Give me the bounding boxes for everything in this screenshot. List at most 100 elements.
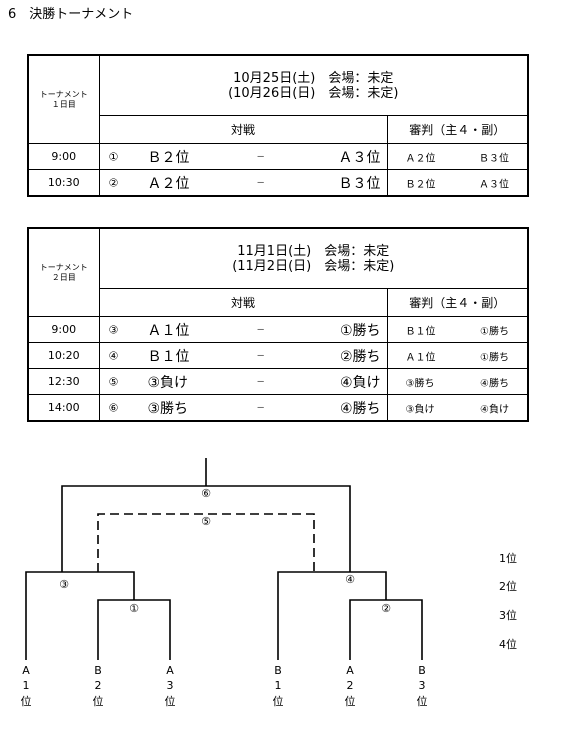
day-label-line1: トーナメント bbox=[39, 89, 88, 99]
match-home: Ｂ２位 bbox=[147, 149, 190, 166]
team-rank: 1 bbox=[275, 679, 282, 692]
match-cell: ⑤ ③負け − ④負け bbox=[98, 368, 388, 395]
day-label-line2: ２日目 bbox=[51, 272, 76, 282]
match-cell: ① Ｂ２位 − Ａ３位 bbox=[98, 143, 388, 170]
team-label: A 1 位 bbox=[21, 664, 32, 708]
header-referee: 審判（主４・副） bbox=[386, 288, 529, 317]
match-away: ④勝ち bbox=[339, 400, 381, 417]
referee-cell: Ｂ２位 Ａ３位 bbox=[386, 169, 529, 197]
team-rank: 1 bbox=[23, 679, 30, 692]
team-rank: 3 bbox=[419, 679, 426, 692]
match-cell: ③ Ａ１位 − ①勝ち bbox=[98, 316, 388, 343]
day-label-line1: トーナメント bbox=[39, 262, 88, 272]
team-suffix: 位 bbox=[417, 694, 428, 708]
match-number: ① bbox=[108, 150, 119, 163]
referee-main: Ｂ１位 bbox=[405, 326, 436, 337]
date-line2: (10月26日(日) 会場：未定) bbox=[228, 85, 399, 101]
rank-label: 2位 bbox=[499, 579, 517, 593]
match-dash: − bbox=[256, 324, 265, 335]
match-time: 10:30 bbox=[27, 169, 100, 197]
day-label: トーナメント １日目 bbox=[27, 54, 100, 144]
team-group: B bbox=[274, 664, 282, 677]
table-row: 14:00 ⑥ ③勝ち − ④勝ち ③負け ④負け bbox=[27, 394, 529, 422]
header-match: 対戦 bbox=[98, 288, 388, 317]
team-rank: 2 bbox=[95, 679, 102, 692]
match-dash: − bbox=[256, 402, 265, 413]
team-suffix: 位 bbox=[273, 694, 284, 708]
bracket-label-m4: ④ bbox=[345, 573, 355, 586]
referee-sub: ④負け bbox=[480, 404, 509, 415]
referee-cell: Ａ１位 ①勝ち bbox=[386, 342, 529, 369]
match-number: ② bbox=[108, 176, 119, 189]
match-dash: − bbox=[256, 376, 265, 387]
team-group: A bbox=[22, 664, 30, 677]
date-venue: 11月1日(土) 会場：未定 (11月2日(日) 会場：未定) bbox=[98, 227, 529, 290]
match-number: ③ bbox=[108, 323, 119, 336]
team-label: B 1 位 bbox=[273, 664, 284, 708]
table-row: 9:00 ③ Ａ１位 − ①勝ち Ｂ１位 ①勝ち bbox=[27, 316, 529, 343]
referee-sub: Ｂ３位 bbox=[479, 153, 509, 164]
match-away: ②勝ち bbox=[339, 348, 381, 365]
bracket-label-m1: ① bbox=[129, 602, 139, 615]
header-referee: 審判（主４・副） bbox=[386, 115, 529, 144]
match-dash: − bbox=[256, 350, 265, 361]
page-title: 6 決勝トーナメント bbox=[8, 7, 134, 22]
match-time: 12:30 bbox=[27, 368, 100, 395]
bracket-label-m6: ⑥ bbox=[201, 487, 211, 500]
team-label: A 2 位 bbox=[345, 664, 356, 708]
tournament-bracket: ⑥ ⑤ ③ ④ ① ② 1位 2位 3位 4位 A 1 位 B 2 位 A 3 … bbox=[21, 458, 517, 708]
referee-cell: Ａ２位 Ｂ３位 bbox=[386, 143, 529, 170]
table-row: 10:30 ② Ａ２位 − Ｂ３位 Ｂ２位 Ａ３位 bbox=[27, 169, 529, 197]
team-suffix: 位 bbox=[345, 694, 356, 708]
match-home: ③負け bbox=[147, 374, 189, 391]
match-away: ④負け bbox=[339, 374, 381, 391]
match-home: Ａ２位 bbox=[147, 175, 190, 192]
match-number: ⑥ bbox=[108, 401, 119, 414]
team-suffix: 位 bbox=[21, 694, 32, 708]
team-label: A 3 位 bbox=[165, 664, 176, 708]
bracket-lines bbox=[25, 458, 423, 660]
referee-main: Ａ２位 bbox=[405, 153, 436, 164]
table-row: 9:00 ① Ｂ２位 − Ａ３位 Ａ２位 Ｂ３位 bbox=[27, 143, 529, 170]
match-time: 9:00 bbox=[27, 316, 100, 343]
table-row: 10:20 ④ Ｂ１位 − ②勝ち Ａ１位 ①勝ち bbox=[27, 342, 529, 369]
match-time: 10:20 bbox=[27, 342, 100, 369]
referee-main: ③負け bbox=[405, 404, 435, 415]
match-home: Ａ１位 bbox=[147, 322, 190, 339]
day-label: トーナメント ２日目 bbox=[27, 227, 100, 317]
match-away: Ａ３位 bbox=[338, 149, 381, 166]
referee-sub: ①勝ち bbox=[480, 326, 509, 337]
match-away: ①勝ち bbox=[339, 322, 381, 339]
match-cell: ⑥ ③勝ち − ④勝ち bbox=[98, 394, 388, 422]
referee-sub: ①勝ち bbox=[480, 352, 509, 363]
bracket-label-m5: ⑤ bbox=[201, 515, 211, 528]
day-label-line2: １日目 bbox=[51, 99, 76, 109]
team-label: B 3 位 bbox=[417, 664, 428, 708]
referee-sub: ④勝ち bbox=[480, 378, 509, 389]
team-label: B 2 位 bbox=[93, 664, 104, 708]
match-home: Ｂ１位 bbox=[147, 348, 190, 365]
team-group: B bbox=[94, 664, 102, 677]
bracket-label-m3: ③ bbox=[59, 578, 69, 591]
header-match: 対戦 bbox=[98, 115, 388, 144]
match-time: 9:00 bbox=[27, 143, 100, 170]
rank-label: 3位 bbox=[499, 608, 517, 622]
team-labels: A 1 位 B 2 位 A 3 位 B 1 位 A 2 位 B 3 位 bbox=[21, 664, 428, 708]
referee-cell: ③負け ④負け bbox=[386, 394, 529, 422]
team-group: A bbox=[166, 664, 174, 677]
referee-cell: Ｂ１位 ①勝ち bbox=[386, 316, 529, 343]
referee-main: ③勝ち bbox=[405, 378, 435, 389]
rank-label: 4位 bbox=[499, 637, 517, 651]
match-dash: − bbox=[256, 177, 265, 188]
match-number: ⑤ bbox=[108, 375, 119, 388]
rank-legend: 1位 2位 3位 4位 bbox=[499, 551, 517, 651]
match-cell: ② Ａ２位 − Ｂ３位 bbox=[98, 169, 388, 197]
match-home: ③勝ち bbox=[147, 400, 189, 417]
team-group: B bbox=[418, 664, 426, 677]
team-rank: 3 bbox=[167, 679, 174, 692]
match-cell: ④ Ｂ１位 − ②勝ち bbox=[98, 342, 388, 369]
day2-schedule-table: トーナメント ２日目 11月1日(土) 会場：未定 (11月2日(日) 会場：未… bbox=[27, 227, 529, 422]
team-group: A bbox=[346, 664, 354, 677]
bracket-label-m2: ② bbox=[381, 602, 391, 615]
date-line1: 11月1日(土) 会場：未定 bbox=[237, 243, 390, 259]
